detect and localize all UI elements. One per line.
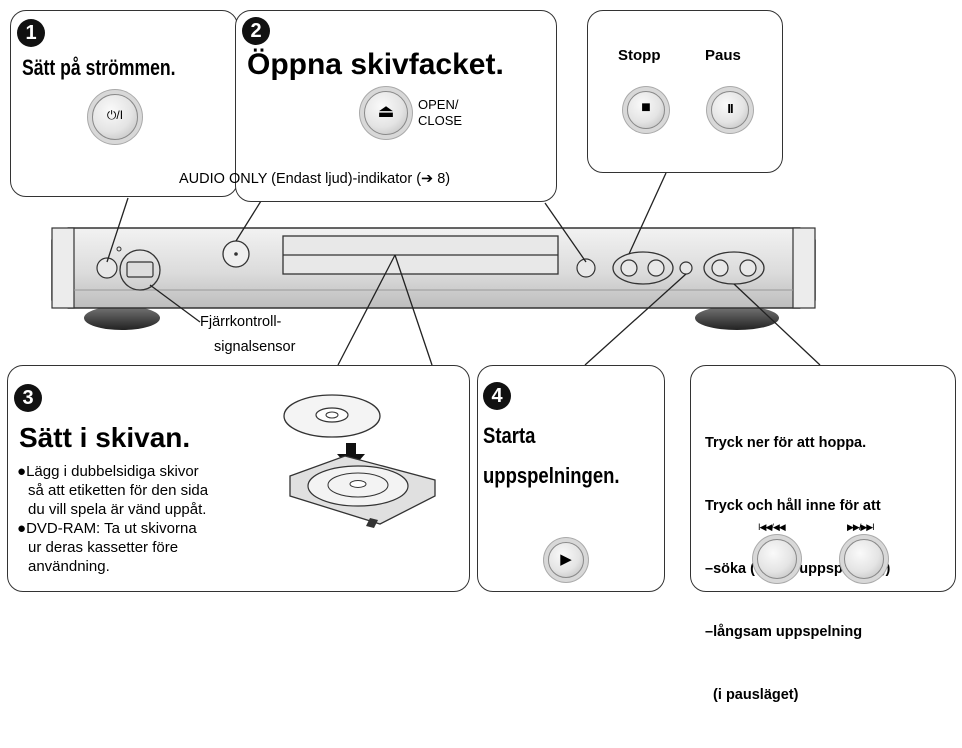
step3-b1-l1: Lägg i dubbelsidiga skivor — [26, 463, 199, 480]
skip-line-2: Tryck och håll inne för att — [705, 498, 881, 514]
open-close-button[interactable]: ⏏ — [364, 91, 408, 135]
skip-line-5: (i pausläget) — [705, 687, 799, 703]
stop-label: Stopp — [618, 47, 661, 64]
step1-number: 1 — [17, 19, 45, 47]
disc-tray-illustration — [283, 394, 436, 528]
pause-label: Paus — [705, 47, 741, 64]
step3-b2-l1: DVD-RAM: Ta ut skivorna — [26, 520, 197, 537]
step2-panel: 2 Öppna skivfacket. ⏏ OPEN/ CLOSE — [235, 10, 557, 202]
skip-line-1: Tryck ner för att hoppa. — [705, 435, 867, 451]
player-diagram — [51, 172, 821, 366]
player-foot-right — [695, 306, 779, 330]
skip-back-label: I◀◀/◀◀ — [758, 522, 786, 532]
body-play-button — [679, 261, 693, 275]
step3-b2-l3: användning. — [28, 558, 110, 575]
step2-title: Öppna skivfacket. — [247, 48, 504, 81]
step3-bullet-2: ●DVD-RAM: Ta ut skivorna ur deras kasset… — [17, 519, 197, 576]
skip-panel: Tryck ner för att hoppa. Tryck och håll … — [690, 365, 956, 703]
body-open-close-button — [576, 258, 596, 278]
player-foot-left — [84, 306, 160, 330]
body-power-button — [96, 257, 118, 279]
step3-panel: 3 Sätt i skivan. ●Lägg i dubbelsidiga sk… — [7, 365, 470, 592]
open-close-label-2: CLOSE — [418, 113, 463, 128]
eject-icon: ⏏ — [377, 101, 395, 121]
step3-b1-l3: du vill spela är vänd uppåt. — [28, 501, 207, 518]
power-button-label: ⏻/I — [106, 108, 124, 122]
open-close-label-1: OPEN/ — [418, 97, 459, 112]
stop-icon: ■ — [641, 99, 651, 116]
step1-panel: 1 Sätt på strömmen. ⏻/I — [10, 10, 238, 197]
step3-b2-l2: ur deras kassetter före — [28, 539, 179, 556]
bullet-icon: ● — [17, 520, 27, 537]
arrow-down-icon — [337, 443, 365, 470]
play-icon: ▶ — [560, 551, 572, 568]
remote-sensor-window — [126, 261, 154, 278]
sensor-label-line1: Fjärrkontroll- — [200, 314, 282, 330]
skip-line-4: –långsam uppspelning — [705, 624, 863, 640]
stop-pause-panel: Stopp Paus ■ II — [587, 10, 783, 173]
step4-number: 4 — [483, 382, 511, 410]
skip-forward-button[interactable] — [844, 539, 884, 579]
skip-back-button[interactable] — [757, 539, 797, 579]
step4-title-line2: uppspelningen. — [483, 463, 620, 488]
pause-button[interactable]: II — [711, 91, 749, 129]
step2-number: 2 — [242, 17, 270, 45]
audio-only-label: AUDIO ONLY (Endast ljud)-indikator (➔ 8) — [179, 171, 451, 187]
play-button[interactable]: ▶ — [548, 542, 584, 578]
step3-bullet-1: ●Lägg i dubbelsidiga skivor så att etike… — [17, 462, 208, 519]
power-button[interactable]: ⏻/I — [92, 94, 138, 140]
sensor-label-line2: signalsensor — [214, 339, 296, 355]
bullet-icon: ● — [17, 463, 27, 480]
step1-title: Sätt på strömmen. — [22, 55, 176, 80]
step4-panel: 4 Starta uppspelningen. ▶ — [477, 365, 665, 592]
step3-b1-l2: så att etiketten för den sida — [28, 482, 209, 499]
pause-icon: II — [727, 101, 733, 116]
step3-number: 3 — [14, 384, 42, 412]
skip-forward-label: ▶▶/▶▶I — [847, 522, 875, 532]
step3-title: Sätt i skivan. — [19, 422, 191, 453]
stop-button[interactable]: ■ — [627, 91, 665, 129]
step4-title-line1: Starta — [483, 423, 536, 448]
